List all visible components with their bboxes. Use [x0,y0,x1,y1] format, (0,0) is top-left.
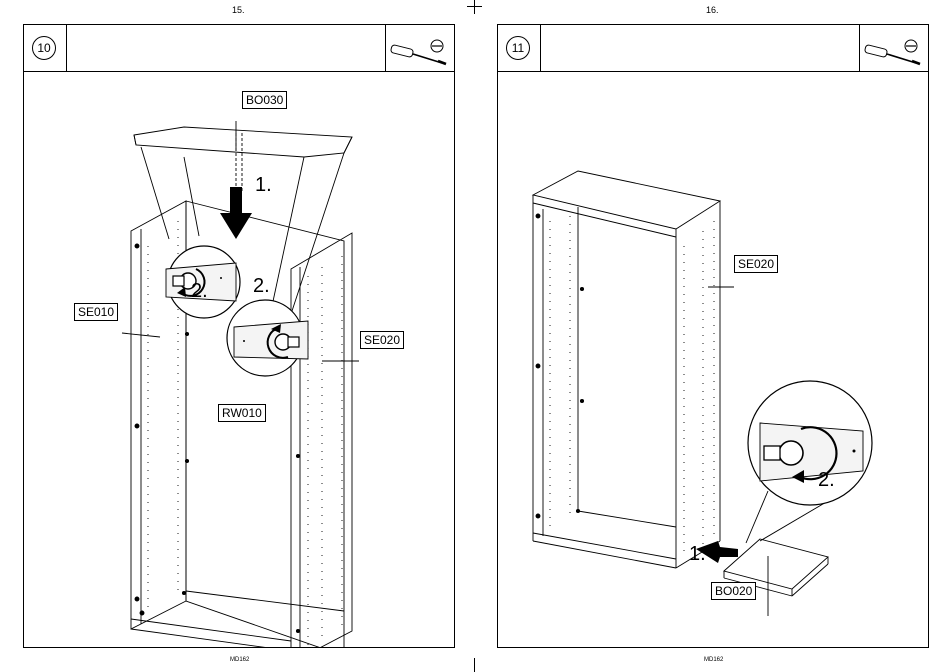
trim-mark-top [474,0,475,14]
slotted-screw-icon [430,39,444,53]
slotted-screw-icon [904,39,918,53]
assembly-illustration-right [498,71,928,647]
trim-mark-bottom [474,658,475,672]
step-marker-arrow: 1. [689,544,706,564]
cam-lock-icon [748,381,872,505]
trim-mark-top-h [467,6,482,7]
cam-lock-icon [227,300,308,376]
step-panel-left: 10 [23,24,455,648]
assembly-illustration-left [24,71,454,647]
step-number: 10 [32,36,56,60]
tool-cell [385,25,454,71]
page-number-left: 15. [232,5,245,15]
step-number-cell: 11 [498,25,541,71]
part-label-bo020: BO020 [711,582,756,600]
step-marker-rotate: 2. [818,470,835,490]
step-header: 10 [24,25,454,72]
push-arrow-icon [220,187,252,239]
step-marker-arrow: 1. [255,175,272,195]
part-label-se010: SE010 [74,303,118,321]
part-label-bo030: BO030 [242,91,287,109]
footer-code-left: MD162 [230,657,249,663]
step-number-cell: 10 [24,25,67,71]
step-marker-rotate-left: 2. [191,281,208,301]
footer-code-right: MD162 [704,657,723,663]
part-label-rw010: RW010 [218,404,266,422]
part-label-se020: SE020 [360,331,404,349]
step-panel-right: 11 [497,24,929,648]
page-number-right: 16. [706,5,719,15]
tool-cell [859,25,928,71]
step-number: 11 [506,36,530,60]
step-marker-rotate-right: 2. [253,276,270,296]
step-header: 11 [498,25,928,72]
part-label-se020: SE020 [734,255,778,273]
